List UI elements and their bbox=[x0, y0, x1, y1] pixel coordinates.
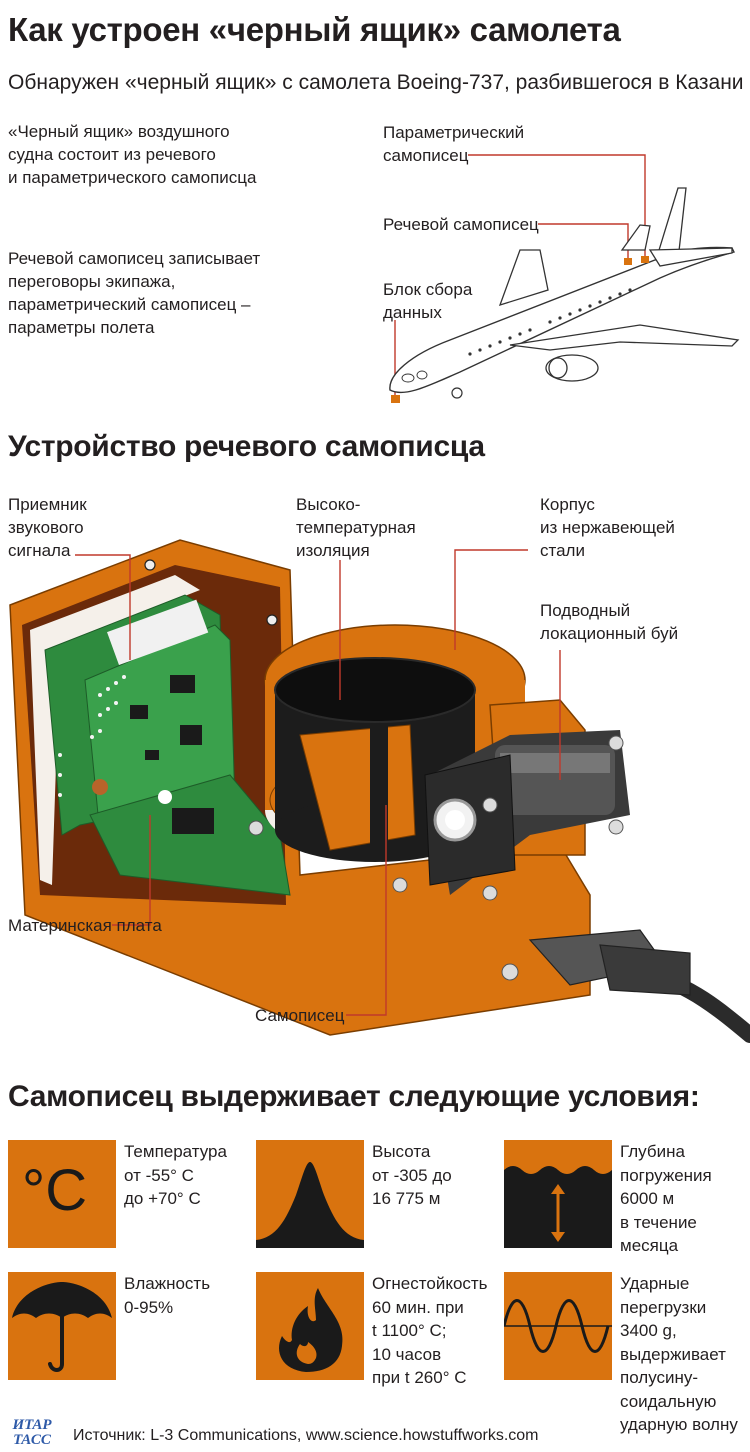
param-recorder-marker bbox=[641, 256, 649, 263]
condition-altitude: Высота от -305 до 16 775 м bbox=[372, 1142, 452, 1208]
logo-line-1: ИТАР bbox=[12, 1417, 52, 1433]
page-title: Как устроен «черный ящик» самолета bbox=[8, 11, 621, 48]
flame-icon bbox=[256, 1272, 364, 1380]
insulation-label: Высоко- температурная изоляция bbox=[296, 495, 416, 560]
conditions-heading: Самописец выдерживает следующие условия: bbox=[8, 1080, 700, 1113]
condition-depth: Глубина погружения 6000 м в течение меся… bbox=[620, 1142, 712, 1255]
sine-wave-icon bbox=[504, 1272, 612, 1380]
umbrella-icon bbox=[8, 1272, 116, 1380]
page-subtitle: Обнаружен «черный ящик» с самолета Boein… bbox=[8, 71, 744, 94]
logo-line-2: ТАСС bbox=[13, 1432, 51, 1448]
voice-recorder-illustration bbox=[9, 539, 750, 1043]
param-recorder-label: Параметрический самописец bbox=[383, 123, 525, 165]
celsius-glyph: °C bbox=[22, 1158, 88, 1223]
source-note: Источник: L-3 Communications, www.scienc… bbox=[73, 1427, 539, 1444]
voice-recorder-label: Речевой самописец bbox=[383, 215, 539, 234]
receiver-label: Приемник звукового сигнала bbox=[8, 495, 87, 560]
case-label: Корпус из нержавеющей стали bbox=[540, 495, 675, 560]
water-depth-icon bbox=[504, 1140, 612, 1248]
intro-paragraph-2: Речевой самописец записывает переговоры … bbox=[8, 249, 261, 337]
condition-shock: Ударные перегрузки 3400 g, выдерживает п… bbox=[620, 1274, 738, 1434]
voice-recorder-marker bbox=[624, 258, 632, 265]
intro-paragraph-1: «Черный ящик» воздушного судна состоит и… bbox=[8, 122, 257, 187]
thermometer-celsius-icon: °C bbox=[8, 1140, 116, 1248]
condition-humidity: Влажность 0-95% bbox=[124, 1274, 211, 1317]
condition-fire: Огнестойкость 60 мин. при t 1100° С; 10 … bbox=[372, 1274, 488, 1387]
mountain-icon bbox=[256, 1140, 364, 1248]
recorder-label: Самописец bbox=[255, 1006, 345, 1025]
beacon-label: Подводный локационный буй bbox=[540, 601, 679, 643]
data-block-label: Блок сбора данных bbox=[383, 280, 473, 322]
device-leader-lines bbox=[75, 549, 561, 1016]
data-block-marker bbox=[391, 395, 400, 403]
itar-tass-logo: ИТАР ТАСС bbox=[6, 1418, 58, 1448]
motherboard-label: Материнская плата bbox=[8, 916, 162, 935]
condition-temperature: Температура от -55° С до +70° С bbox=[124, 1142, 227, 1208]
airplane-illustration bbox=[389, 154, 740, 403]
device-heading: Устройство речевого самописца bbox=[8, 430, 485, 463]
